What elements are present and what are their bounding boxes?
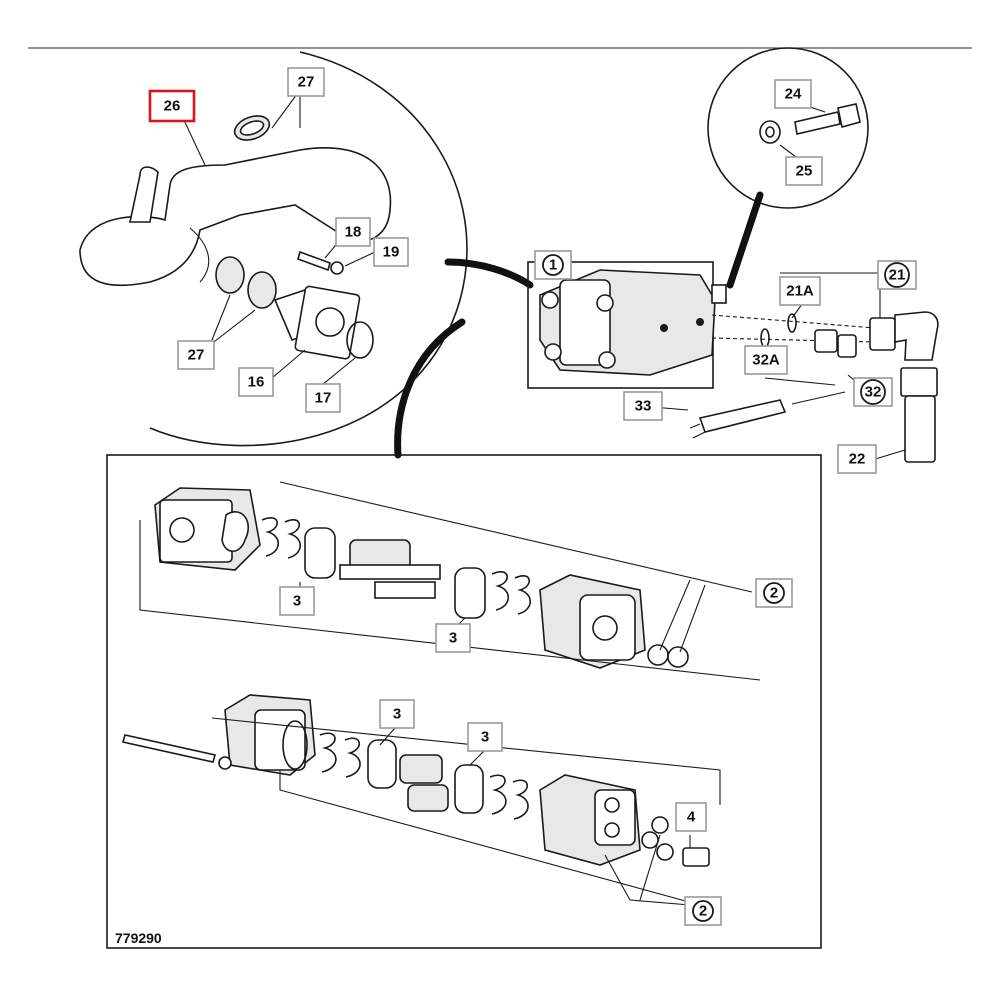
callout-21-label: 21 — [889, 267, 906, 284]
callout-17[interactable]: 17 — [305, 383, 341, 413]
callout-32A-label: 32A — [752, 352, 780, 369]
callout-27-bottom[interactable]: 27 — [177, 340, 215, 370]
bolt-detail-view — [707, 47, 869, 209]
callout-4-label: 4 — [687, 809, 696, 826]
callout-22-label: 22 — [849, 451, 866, 468]
callout-2-lower-label: 2 — [699, 903, 707, 920]
exploded-view — [106, 454, 822, 949]
callout-1[interactable]: 1 — [534, 250, 572, 280]
callout-25-label: 25 — [796, 163, 813, 180]
callout-27-top-label: 27 — [298, 74, 315, 91]
callout-1-label: 1 — [549, 257, 557, 274]
callout-3-b-label: 3 — [449, 630, 457, 647]
callout-33[interactable]: 33 — [623, 391, 663, 421]
callout-32[interactable]: 32 — [853, 377, 893, 407]
callout-21A[interactable]: 21A — [779, 276, 821, 306]
hose-detail-view — [79, 51, 468, 447]
callout-2-lower[interactable]: 2 — [684, 896, 722, 926]
callout-24[interactable]: 24 — [774, 79, 812, 109]
callout-16-label: 16 — [248, 374, 265, 391]
callout-19[interactable]: 19 — [373, 237, 409, 267]
detail-connector-bottom — [394, 318, 466, 459]
drawing-number: 779290 — [115, 930, 162, 946]
callout-18-label: 18 — [345, 224, 362, 241]
callout-19-label: 19 — [383, 244, 400, 261]
callout-22[interactable]: 22 — [837, 444, 877, 474]
pump-assembly-view — [527, 261, 727, 389]
callout-24-label: 24 — [785, 86, 802, 103]
callout-2-upper[interactable]: 2 — [755, 578, 793, 608]
callout-26-label: 26 — [164, 98, 181, 115]
callout-32-label: 32 — [865, 384, 882, 401]
callout-2-upper-label: 2 — [770, 585, 778, 602]
callout-3-d-label: 3 — [481, 729, 489, 746]
callout-27-bottom-label: 27 — [188, 347, 205, 364]
callout-3-a-label: 3 — [293, 593, 301, 610]
callout-3-d[interactable]: 3 — [467, 722, 503, 752]
callout-3-a[interactable]: 3 — [279, 586, 315, 616]
detail-connector-right — [726, 191, 764, 289]
callout-27-top[interactable]: 27 — [287, 67, 325, 97]
callout-26[interactable]: 26 — [148, 89, 196, 123]
callout-21A-label: 21A — [786, 283, 814, 300]
callout-33-label: 33 — [635, 398, 652, 415]
callout-3-c-label: 3 — [393, 706, 401, 723]
callout-3-c[interactable]: 3 — [379, 699, 415, 729]
detail-connector-left — [444, 258, 534, 289]
callout-25[interactable]: 25 — [785, 156, 823, 186]
callout-32A[interactable]: 32A — [744, 345, 788, 375]
callout-4[interactable]: 4 — [675, 802, 707, 832]
callout-3-b[interactable]: 3 — [435, 623, 471, 653]
callout-17-label: 17 — [315, 390, 332, 407]
callout-16[interactable]: 16 — [238, 367, 274, 397]
callout-21[interactable]: 21 — [877, 260, 917, 290]
callout-18[interactable]: 18 — [335, 217, 371, 247]
